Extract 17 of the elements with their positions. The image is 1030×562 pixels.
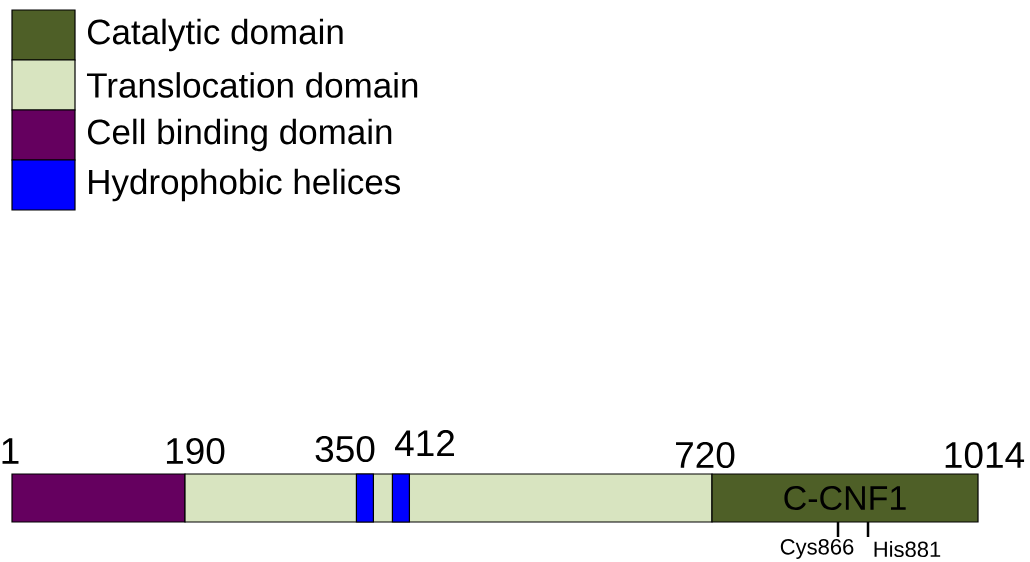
position-number: 412 [395, 430, 454, 456]
position-number: 190 [166, 437, 225, 465]
helix-bar [391, 473, 410, 523]
legend-label: Hydrophobic helices [89, 168, 400, 202]
position-number: 1 [2, 438, 19, 464]
domain-bar [11, 473, 186, 523]
position-number: 1014 [945, 441, 1025, 469]
residue-label: His881 [874, 540, 941, 558]
position-number: 720 [676, 441, 735, 469]
domain-bar: C-CNF1 [711, 473, 979, 523]
legend-label: Cell binding domain [87, 118, 392, 152]
legend-label: Catalytic domain [87, 18, 343, 52]
domain-bar [184, 473, 713, 523]
position-number: 350 [315, 435, 375, 463]
helix-bar [355, 473, 374, 523]
legend-label: Translocation domain [87, 72, 418, 98]
residue-label: Cys866 [780, 539, 854, 559]
